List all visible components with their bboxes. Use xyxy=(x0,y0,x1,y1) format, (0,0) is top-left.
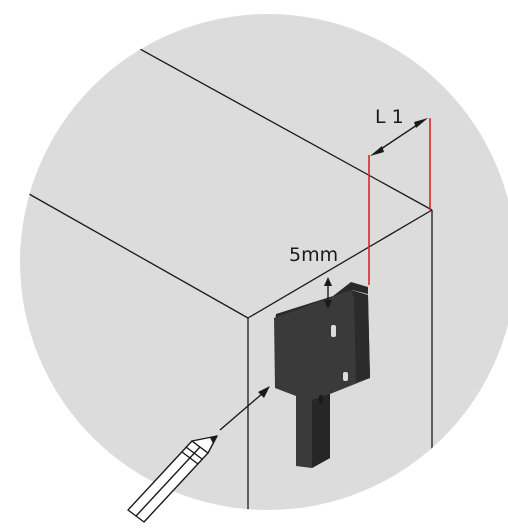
detail-circle xyxy=(20,14,508,510)
cabinet-top-front-edge xyxy=(21,189,249,319)
cabinet-front-top-edge xyxy=(247,209,433,319)
pencil-icon xyxy=(127,435,218,523)
cabinet-top-back-edge xyxy=(119,37,433,211)
dimension-arrow-5mm xyxy=(324,277,332,309)
dimension-arrow-l1 xyxy=(370,118,428,156)
bracket-icon xyxy=(274,282,370,468)
marking-arrow xyxy=(219,386,270,431)
dimension-label-5mm: 5mm xyxy=(289,244,338,266)
dimension-label-l1: L 1 xyxy=(375,106,404,128)
cabinet-outline xyxy=(21,37,433,510)
